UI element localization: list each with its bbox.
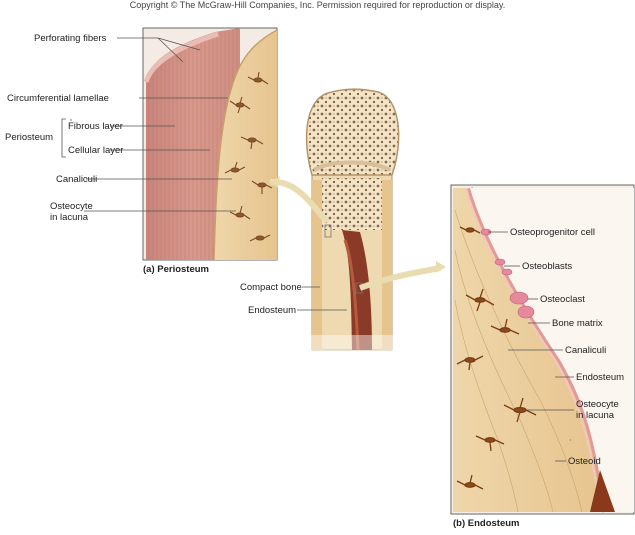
label-osteocyte-b-line1: Osteocyte: [576, 399, 619, 410]
label-compact-bone: Compact bone: [240, 282, 302, 293]
caption-endosteum: (b) Endosteum: [453, 518, 520, 529]
label-bone-matrix: Bone matrix: [552, 318, 603, 329]
label-circumferential-lamellae: Circumferential lamellae: [7, 93, 109, 104]
long-bone-illustration: [270, 89, 446, 355]
label-osteoprogenitor-cell: Osteoprogenitor cell: [510, 227, 595, 238]
label-canaliculi-b: Canaliculi: [565, 345, 606, 356]
label-cellular-layer: Cellular layer: [68, 145, 123, 156]
label-perforating-fibers: Perforating fibers: [34, 33, 106, 44]
label-osteocyte-b-line2: in lacuna: [576, 410, 614, 421]
label-fibrous-layer: Fibrous layer: [68, 121, 123, 132]
label-osteocyte-a-line2: in lacuna: [50, 212, 88, 223]
label-osteoid: Osteoid: [568, 456, 601, 467]
panel-a-periosteum-illustration: [62, 28, 277, 260]
label-endosteum-center: Endosteum: [248, 305, 296, 316]
label-osteoblasts: Osteoblasts: [522, 261, 572, 272]
caption-periosteum: (a) Periosteum: [143, 264, 209, 275]
label-osteocyte-a-line1: Osteocyte: [50, 201, 93, 212]
label-osteoclast: Osteoclast: [540, 294, 585, 305]
label-canaliculi-a: Canaliculi: [56, 174, 97, 185]
label-endosteum-b: Endosteum: [576, 372, 624, 383]
label-periosteum: Periosteum: [5, 132, 53, 143]
